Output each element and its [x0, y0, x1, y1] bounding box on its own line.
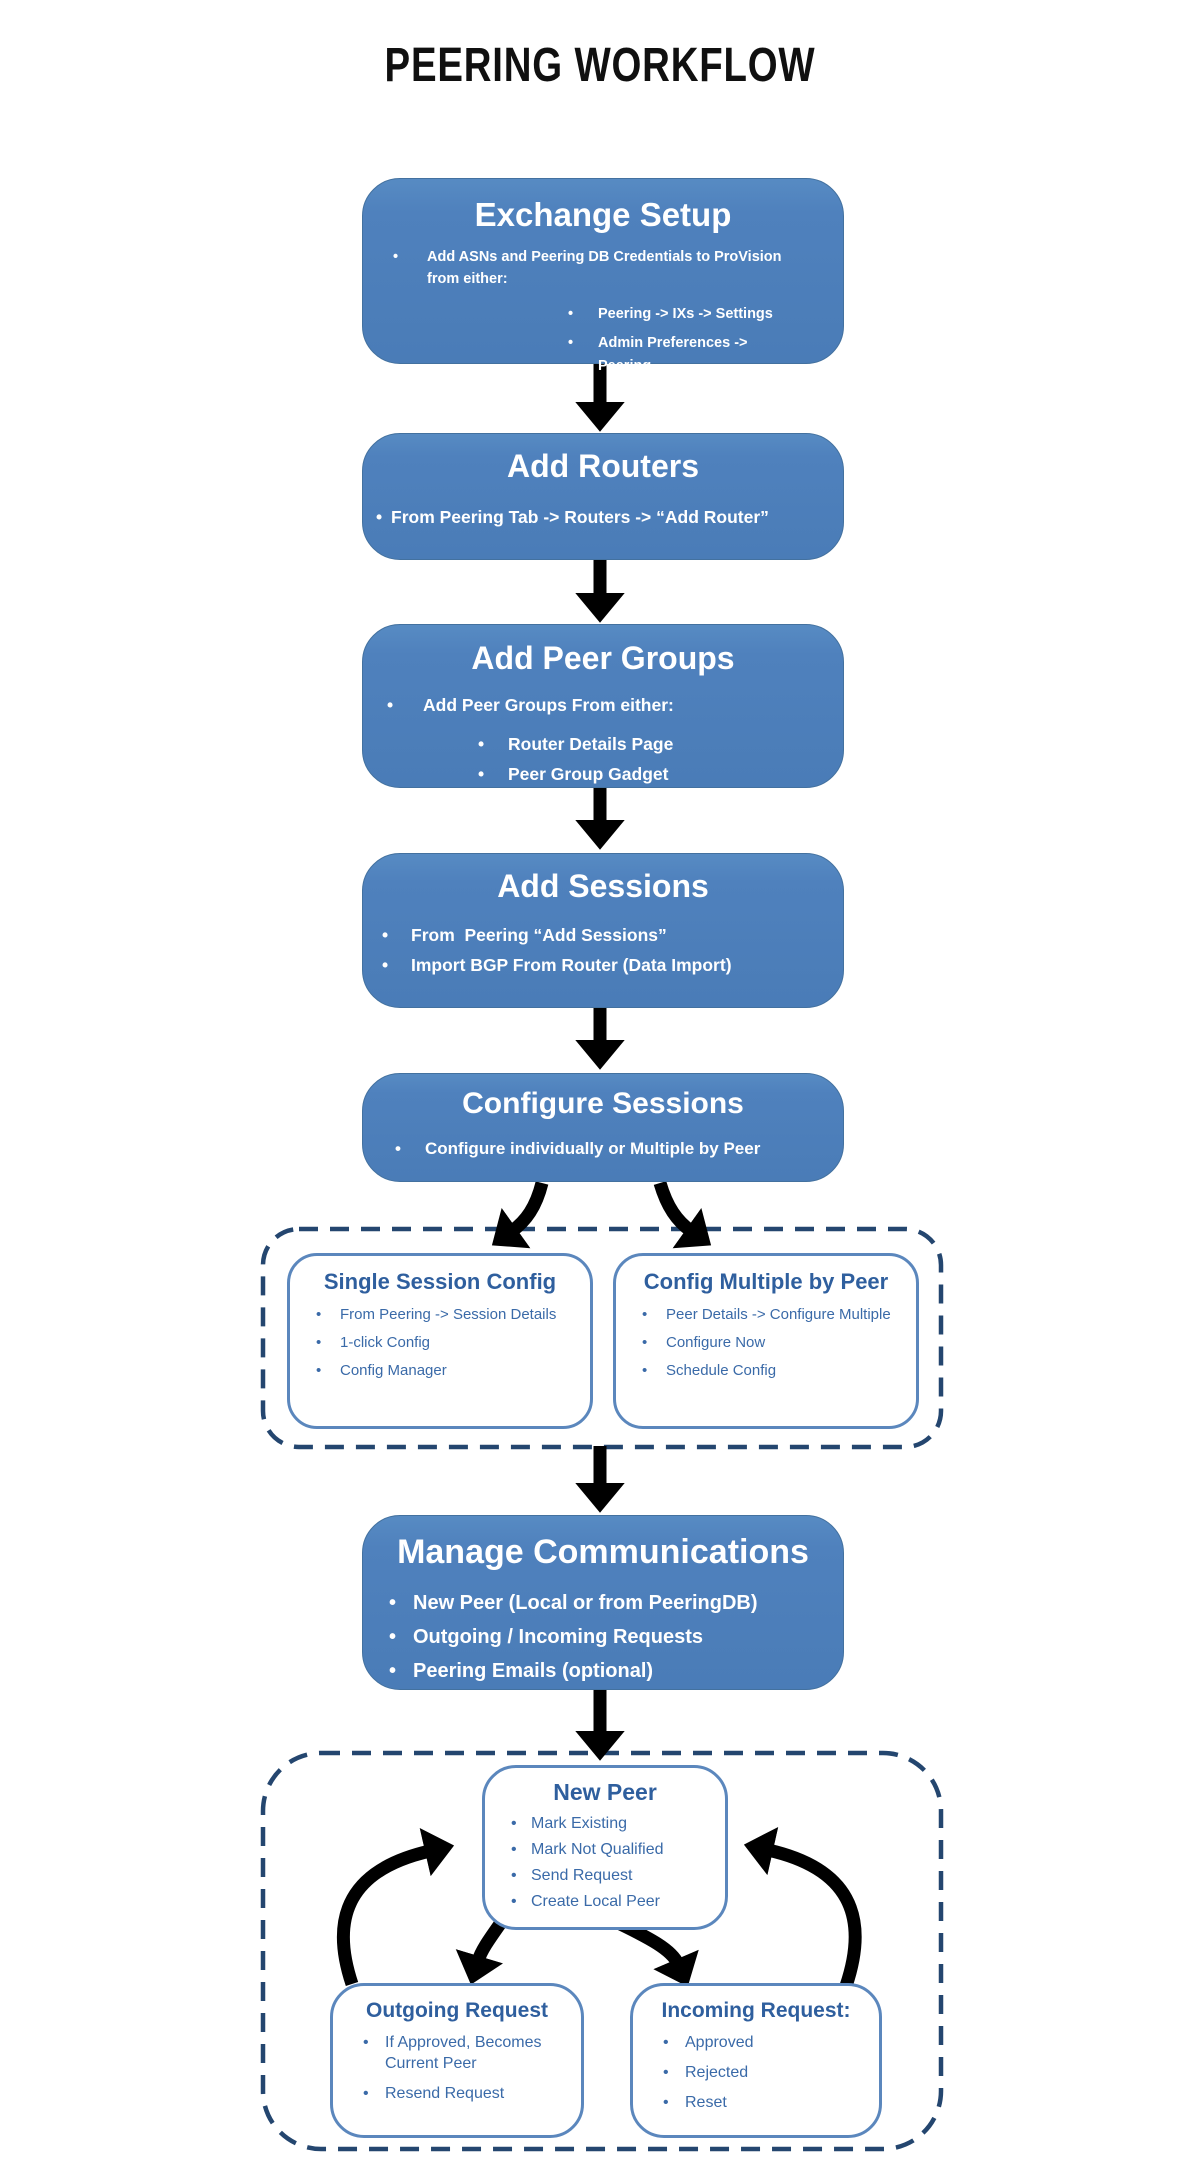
single-session-config-box: Single Session Config From Peering -> Se… — [287, 1253, 593, 1429]
bullet-item: Admin Preferences -> Peering — [363, 332, 843, 377]
bullet-item: From Peering -> Session Details — [290, 1306, 590, 1325]
bullet-item: Schedule Config — [616, 1362, 916, 1381]
manage-communications-box: Manage Communications New Peer (Local or… — [362, 1515, 844, 1690]
add-sessions-box: Add Sessions From Peering “Add Sessions”… — [362, 853, 844, 1008]
bullet-item: Peer Group Gadget — [363, 764, 843, 785]
single-session-config-title: Single Session Config — [323, 1269, 557, 1294]
arrow-incoming-to-newpeer — [743, 1826, 862, 1989]
add-routers-title: Add Routers — [507, 448, 699, 484]
bullet-item: Send Request — [485, 1867, 725, 1885]
bullet-item: Mark Not Qualified — [485, 1841, 725, 1859]
arrow-newpeer-to-outgoing — [455, 1920, 506, 1985]
arrow-configure-to-multiple-config — [653, 1181, 712, 1249]
bullet-item: From Peering Tab -> Routers -> “Add Rout… — [363, 507, 843, 528]
bullet-item: Outgoing / Incoming Requests — [363, 1626, 843, 1649]
configure-sessions-box: Configure Sessions Configure individuall… — [362, 1073, 844, 1182]
page-title: PEERING WORKFLOW — [384, 39, 816, 92]
arrow-configure-to-single-config — [491, 1181, 549, 1249]
bullet-item: Add ASNs and Peering DB Credentials to P… — [363, 246, 843, 291]
bullet-item: Import BGP From Router (Data Import) — [363, 955, 843, 976]
incoming-request-title: Incoming Request: — [661, 1999, 851, 2022]
add-routers-box: Add Routers From Peering Tab -> Routers … — [362, 433, 844, 560]
bullet-item: Peering -> IXs -> Settings — [363, 303, 843, 326]
bullet-item: Reset — [633, 2093, 879, 2114]
new-peer-box: New Peer Mark Existing Mark Not Qualifie… — [482, 1765, 728, 1930]
config-multiple-by-peer-title: Config Multiple by Peer — [643, 1269, 889, 1294]
bullet-item: Mark Existing — [485, 1815, 725, 1833]
bullet-item: Create Local Peer — [485, 1893, 725, 1911]
bullet-item: Configure Now — [616, 1334, 916, 1353]
bullet-item: Peer Details -> Configure Multiple — [616, 1306, 916, 1325]
bullet-item: If Approved, Becomes Current Peer — [333, 2033, 581, 2075]
add-peer-groups-box: Add Peer Groups Add Peer Groups From eit… — [362, 624, 844, 788]
bullet-item: From Peering “Add Sessions” — [363, 925, 843, 946]
add-sessions-title: Add Sessions — [497, 868, 709, 904]
outgoing-request-box: Outgoing Request If Approved, Becomes Cu… — [330, 1983, 584, 2138]
exchange-setup-box: Exchange Setup Add ASNs and Peering DB C… — [362, 178, 844, 374]
add-peer-groups-title: Add Peer Groups — [471, 640, 735, 676]
config-multiple-by-peer-box: Config Multiple by Peer Peer Details -> … — [613, 1253, 919, 1429]
bullet-item: Router Details Page — [363, 734, 843, 755]
exchange-setup-title: Exchange Setup — [474, 196, 732, 233]
bullet-item: Peering Emails (optional) — [363, 1660, 843, 1683]
arrow-outgoing-to-newpeer — [336, 1828, 455, 1987]
new-peer-title: New Peer — [553, 1779, 657, 1805]
bullet-item: Approved — [633, 2033, 879, 2054]
configure-sessions-title: Configure Sessions — [462, 1087, 744, 1120]
bullet-item: 1-click Config — [290, 1334, 590, 1353]
bullet-item: Configure individually or Multiple by Pe… — [363, 1139, 843, 1159]
bullet-item: Resend Request — [333, 2084, 581, 2105]
bullet-item: New Peer (Local or from PeeringDB) — [363, 1592, 843, 1615]
bullet-item: Add Peer Groups From either: — [363, 695, 843, 716]
outgoing-request-title: Outgoing Request — [366, 1999, 548, 2022]
incoming-request-box: Incoming Request: Approved Rejected Rese… — [630, 1983, 882, 2138]
manage-communications-title: Manage Communications — [397, 1533, 809, 1571]
bullet-item: Rejected — [633, 2063, 879, 2084]
bullet-item: Config Manager — [290, 1362, 590, 1381]
